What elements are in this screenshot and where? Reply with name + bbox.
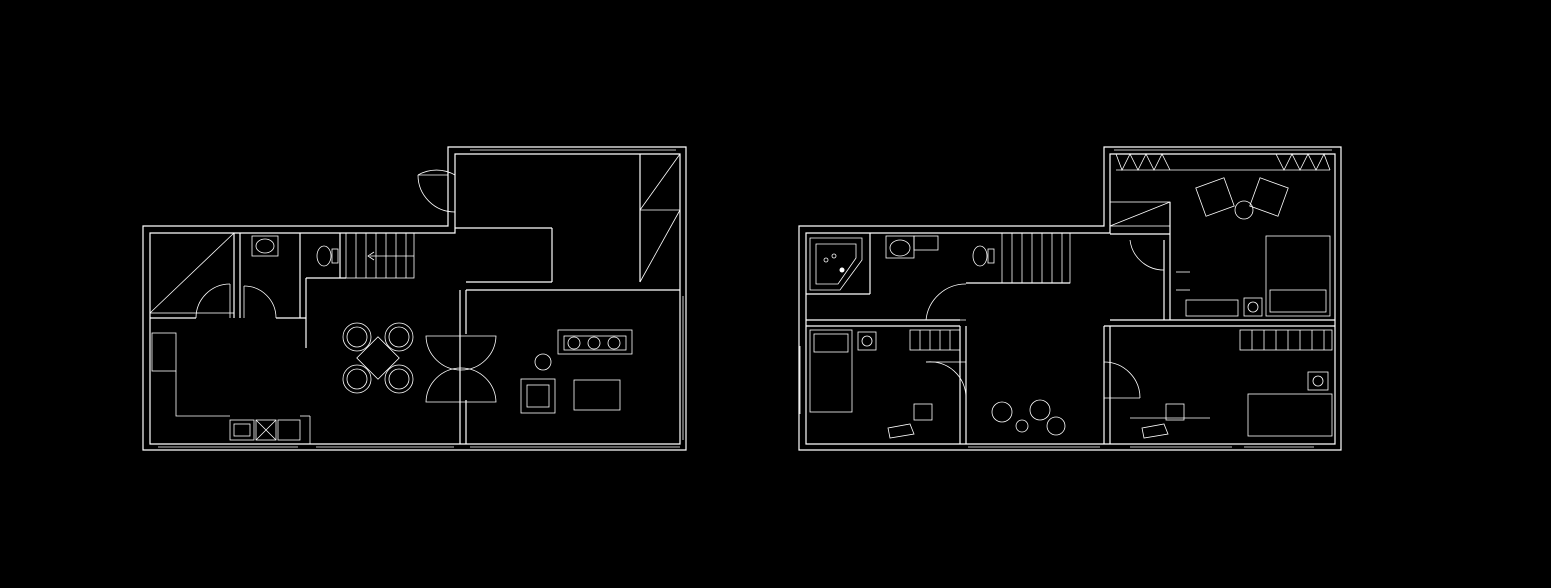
kitchen-counter: [151, 332, 311, 444]
upper-hall-plants: [991, 399, 1066, 436]
ground-doors-west: [150, 283, 306, 319]
dining-table-set: [342, 322, 414, 394]
ground-stair: [345, 232, 415, 279]
upper-bathroom: [806, 233, 995, 295]
ground-windows: [158, 149, 684, 448]
upper-master-bedroom: [1109, 153, 1331, 317]
upper-floor-plan: [798, 146, 1342, 451]
entry-door: [417, 169, 456, 213]
ground-upper-void: [639, 153, 681, 283]
storage-room: [149, 232, 241, 318]
ground-floor-plan: [142, 146, 687, 451]
ground-floor-outer-walls: [142, 146, 687, 451]
living-room-furniture: [520, 329, 633, 414]
upper-floor-outer-walls: [798, 146, 1342, 451]
powder-room: [251, 233, 346, 348]
upper-bedroom-1: [799, 329, 961, 439]
upper-stair: [966, 232, 1071, 284]
living-double-door: [425, 335, 497, 403]
upper-windows: [968, 149, 1332, 448]
upper-bedroom-2: [1130, 329, 1333, 439]
